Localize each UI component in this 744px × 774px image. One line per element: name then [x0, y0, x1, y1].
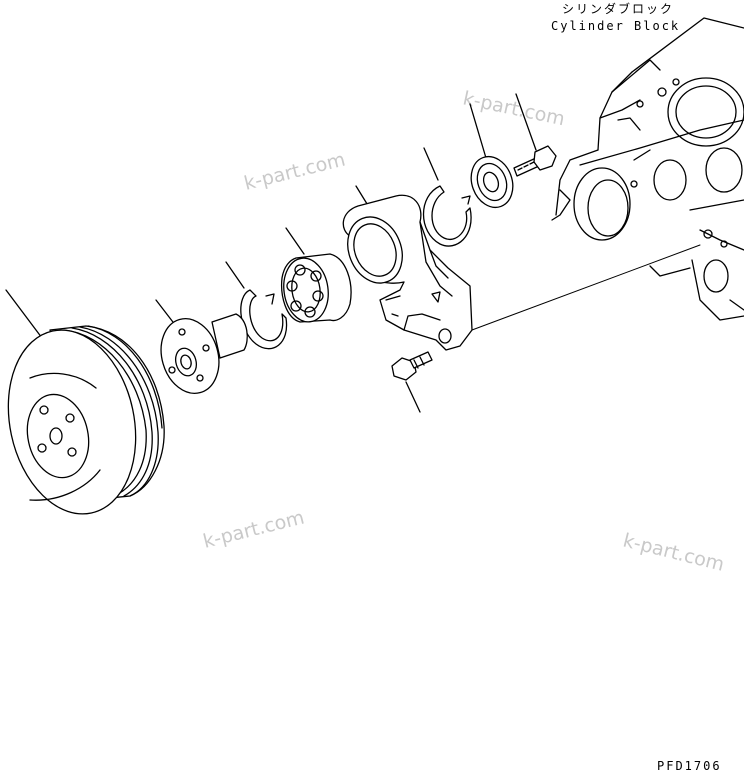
cylinder-block-label-jp: シリンダブロック — [562, 1, 674, 16]
assembly-guide-line — [471, 244, 701, 331]
seal-plug — [469, 103, 514, 209]
watermark: k-part.com — [242, 148, 348, 194]
roller-bearing — [280, 227, 352, 323]
pulley-hub — [155, 299, 248, 394]
bolt-lower — [391, 351, 433, 413]
diagram-code: PFD1706 — [657, 759, 722, 773]
watermark: k-part.com — [201, 506, 307, 552]
watermark: k-part.com — [621, 530, 727, 576]
v-belt-pulley — [5, 289, 165, 515]
watermark: k-part.com — [461, 87, 567, 130]
bolt-upper — [513, 93, 557, 177]
cylinder-block-label-en: Cylinder Block — [551, 19, 680, 33]
cylinder-block — [551, 17, 744, 321]
tensioner-bracket — [342, 185, 473, 351]
snap-ring-large — [422, 147, 472, 247]
